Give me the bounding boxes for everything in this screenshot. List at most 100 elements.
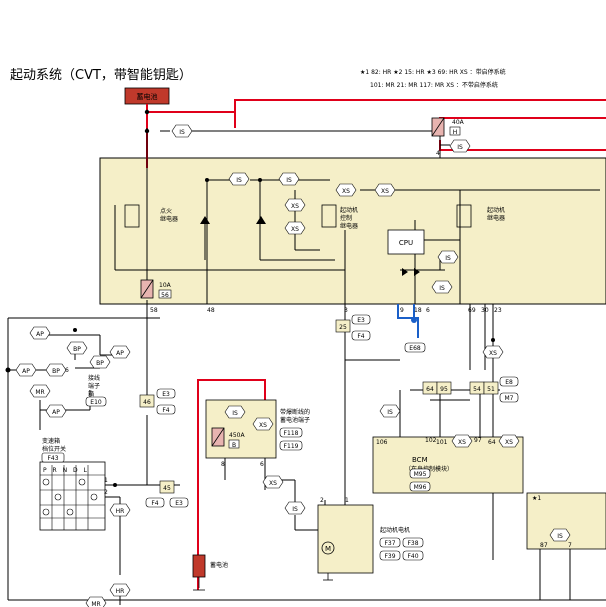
svg-text:IS: IS (236, 177, 242, 184)
connector-refs: E3 F4 E68 E8 M7 E3 F4 E10 (85, 314, 519, 561)
svg-text:64: 64 (488, 439, 496, 446)
svg-text:M96: M96 (414, 484, 427, 491)
svg-text:MR: MR (35, 389, 44, 396)
svg-text:69: 69 (468, 307, 476, 314)
tag-mr-2: MR (85, 596, 107, 607)
starter-motor-label: 起动机电机 (380, 526, 410, 534)
svg-text:45: 45 (163, 485, 171, 492)
tag-xs-4: XS (284, 221, 306, 235)
svg-text:IS: IS (286, 177, 292, 184)
svg-text:25: 25 (339, 324, 347, 331)
svg-text:64: 64 (426, 386, 434, 393)
svg-text:F119: F119 (284, 443, 299, 450)
f43-label: F43 (47, 455, 58, 462)
svg-text:BP: BP (73, 346, 81, 353)
svg-text:46: 46 (143, 399, 151, 406)
tag-is-3: IS (228, 172, 250, 186)
ref-f40: F40 (402, 550, 424, 561)
tag-is-7: IS (224, 405, 246, 419)
svg-text:IS: IS (232, 410, 238, 417)
tag-xs-8: XS (451, 434, 473, 448)
fuse-40a-label: 40A (452, 119, 465, 126)
svg-text:2: 2 (104, 489, 108, 496)
ref-e3-1: E3 (351, 314, 371, 325)
range-switch-prnd: P R N D L (43, 467, 89, 474)
tag-bp-1: BP (66, 341, 88, 355)
tag-is-6: IS (431, 280, 453, 294)
svg-text:M95: M95 (414, 471, 427, 478)
fuse-10a-id: 56 (161, 292, 169, 299)
svg-text:102: 102 (425, 437, 437, 444)
svg-text:E68: E68 (409, 345, 421, 352)
battery-bottom-label: 蓄电池 (210, 561, 228, 569)
svg-text:6: 6 (426, 307, 430, 314)
svg-text:E10: E10 (90, 399, 102, 406)
svg-text:IS: IS (445, 255, 451, 262)
starter-control-relay (321, 204, 337, 228)
svg-text:54: 54 (473, 386, 481, 393)
svg-text:XS: XS (259, 422, 267, 429)
diodes (200, 216, 420, 276)
diagram-title: 起动系统（CVT，带智能钥匙） (10, 68, 192, 83)
tag-hr-1: HR (109, 503, 131, 517)
svg-text:F40: F40 (407, 553, 418, 560)
svg-text:AP: AP (22, 368, 30, 375)
svg-text:XS: XS (489, 350, 497, 357)
blue-wire (397, 304, 419, 338)
svg-text:HR: HR (116, 508, 125, 515)
svg-text:F38: F38 (407, 540, 418, 547)
svg-text:XS: XS (342, 188, 350, 195)
svg-text:F4: F4 (151, 500, 158, 507)
cpu-label: CPU (399, 239, 413, 247)
svg-text:XS: XS (291, 226, 299, 233)
svg-text:6: 6 (260, 461, 264, 468)
tag-is-9: IS (379, 404, 401, 418)
terminal-boxes: 25 46 45 64 95 54 51 (139, 319, 499, 494)
ignition-relay (124, 204, 140, 228)
battery-top-label: 蓄电池 (137, 92, 158, 101)
right-module-star: ★1 (532, 495, 541, 502)
svg-text:9: 9 (400, 307, 404, 314)
svg-text:IS: IS (387, 409, 393, 416)
tag-bp-3: BP (45, 363, 67, 377)
ref-f38: F38 (402, 537, 424, 548)
ref-m96: M96 (409, 481, 431, 492)
junction-box-label: 接线端子箱 (88, 374, 100, 398)
tag-is-8: IS (284, 501, 306, 515)
blue-splice (411, 317, 417, 323)
svg-text:18: 18 (414, 307, 422, 314)
svg-text:F37: F37 (384, 540, 395, 547)
svg-text:6: 6 (65, 367, 69, 374)
svg-text:95: 95 (440, 386, 448, 393)
tag-ap-1: AP (29, 326, 51, 340)
pin-numbers: 58 48 3 9 18 6 69 30 23 4 106 102 101 97… (65, 150, 572, 549)
svg-text:XS: XS (505, 439, 513, 446)
legend-row-2: 101: MR 21: MR 117: MR XS ：不带启停系统 (370, 82, 498, 89)
svg-text:58: 58 (150, 307, 158, 314)
svg-text:IS: IS (557, 533, 563, 540)
ref-m7: M7 (499, 392, 519, 403)
svg-text:23: 23 (494, 307, 502, 314)
svg-text:3: 3 (344, 307, 348, 314)
ref-e10: E10 (85, 396, 107, 407)
tag-is-10: IS (549, 528, 571, 542)
starter-relay-label: 起动机继电器 (487, 206, 505, 222)
fuse-40a-id-box (449, 126, 461, 136)
fuse-450a-id-box (228, 439, 240, 449)
svg-text:1: 1 (104, 477, 108, 484)
svg-text:HR: HR (116, 588, 125, 595)
svg-text:E3: E3 (357, 317, 365, 324)
tag-ap-3: AP (15, 363, 37, 377)
tag-bp-2: BP (89, 355, 111, 369)
svg-text:XS: XS (269, 480, 277, 487)
fuse-10a-label: 10A (159, 282, 172, 289)
ref-f4-3: F4 (145, 497, 165, 508)
ref-m95: M95 (409, 468, 431, 479)
connector-tags: IS IS IS IS XS XS XS XS (15, 124, 571, 607)
tag-ap-2: AP (109, 345, 131, 359)
svg-text:XS: XS (291, 203, 299, 210)
svg-text:XS: XS (458, 439, 466, 446)
svg-text:IS: IS (179, 129, 185, 136)
svg-text:AP: AP (36, 331, 44, 338)
fuse-40a-id: H (453, 129, 458, 136)
